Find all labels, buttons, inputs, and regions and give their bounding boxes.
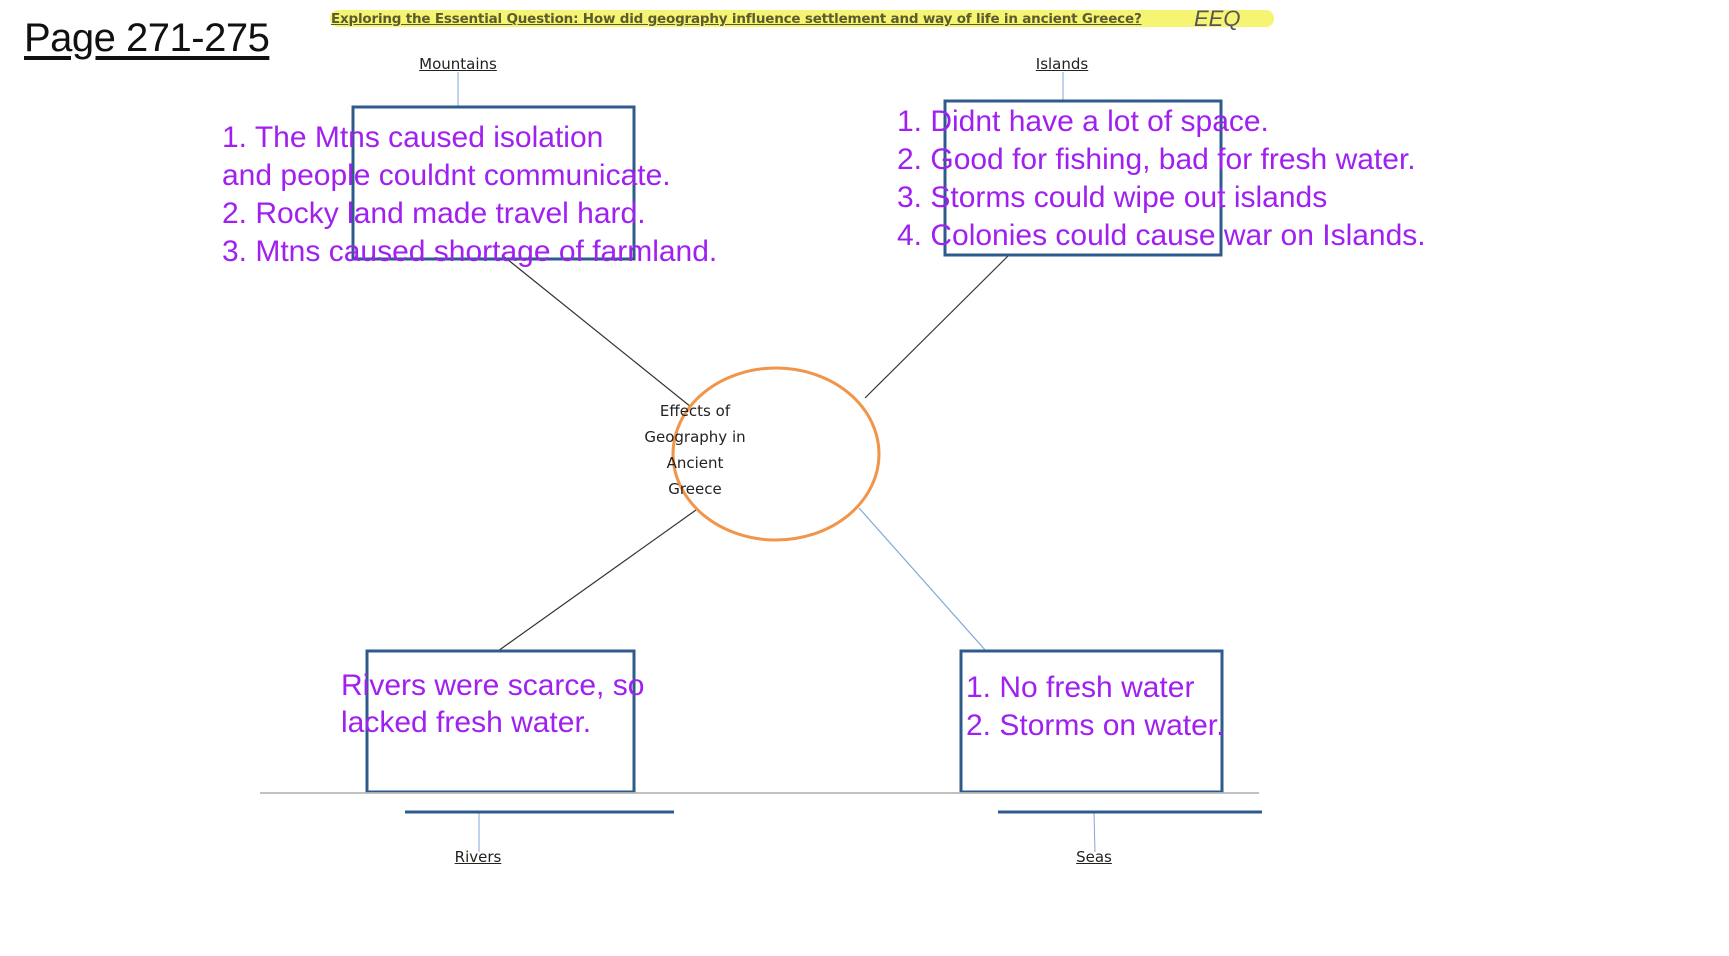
box-mountains bbox=[351, 105, 636, 261]
center-topic: Effects of Geography in Ancient Greece bbox=[615, 398, 775, 502]
note-line: 3. Mtns caused shortage of farmland. bbox=[222, 235, 718, 268]
center-ellipse bbox=[671, 366, 881, 542]
note-line: 2. Rocky land made travel hard. bbox=[222, 197, 646, 230]
stem-seas bbox=[1093, 812, 1096, 853]
notes-mountains: 1. The Mtns caused isolation and people … bbox=[222, 119, 717, 271]
note-line: 3. Storms could wipe out islands bbox=[897, 181, 1328, 214]
box-seas bbox=[959, 649, 1224, 794]
note-line: 2. Good for fishing, bad for fresh water… bbox=[897, 143, 1416, 176]
label-seas: Seas bbox=[1076, 848, 1112, 866]
box-islands bbox=[943, 99, 1223, 257]
question-highlight bbox=[330, 10, 1274, 27]
note-line: 1. The Mtns caused isolation bbox=[222, 121, 604, 154]
essential-question: Exploring the Essential Question: How di… bbox=[331, 11, 1142, 27]
note-line: and people couldnt communicate. bbox=[222, 159, 671, 192]
box-rivers bbox=[365, 649, 636, 794]
notes-rivers: Rivers were scarce, so lacked fresh wate… bbox=[341, 667, 644, 741]
connector-islands bbox=[864, 255, 1009, 399]
notes-seas: 1. No fresh water 2. Storms on water. bbox=[966, 669, 1224, 745]
connector-mountains bbox=[501, 254, 697, 412]
connector-seas bbox=[858, 507, 987, 652]
note-line: lacked fresh water. bbox=[341, 706, 592, 739]
label-mountains: Mountains bbox=[419, 55, 497, 73]
center-line: Effects of bbox=[659, 402, 731, 420]
note-line: 2. Storms on water. bbox=[966, 709, 1225, 742]
note-line: 4. Colonies could cause war on Islands. bbox=[897, 219, 1426, 252]
note-line: 1. Didnt have a lot of space. bbox=[897, 105, 1269, 138]
label-islands: Islands bbox=[1035, 55, 1089, 73]
note-line: Rivers were scarce, so bbox=[341, 669, 645, 702]
connector-rivers bbox=[497, 509, 697, 652]
notes-islands: 1. Didnt have a lot of space. 2. Good fo… bbox=[897, 103, 1426, 255]
label-rivers: Rivers bbox=[454, 848, 502, 866]
note-line: 1. No fresh water bbox=[966, 671, 1195, 704]
page-reference: Page 271-275 bbox=[24, 16, 270, 60]
center-line: Greece bbox=[668, 480, 722, 498]
center-line: Geography in bbox=[644, 428, 746, 446]
center-line: Ancient bbox=[666, 454, 724, 472]
eeq-note: EEQ bbox=[1194, 6, 1241, 31]
